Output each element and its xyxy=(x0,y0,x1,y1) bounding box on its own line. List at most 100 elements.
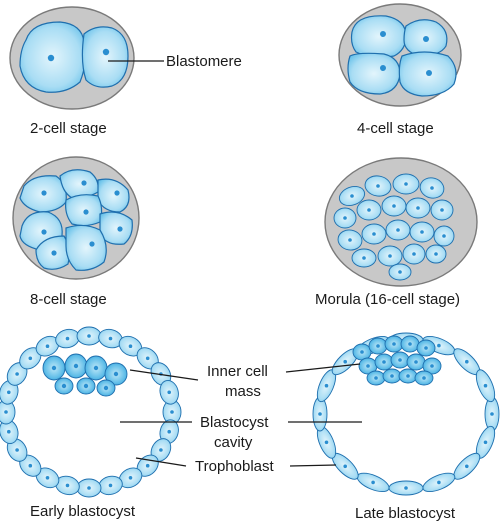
nucleus xyxy=(376,344,380,348)
nucleus xyxy=(372,232,376,236)
cell xyxy=(84,355,108,381)
nucleus xyxy=(93,365,99,371)
cell xyxy=(0,399,16,425)
morula-embryo xyxy=(324,157,478,287)
early-blastocyst xyxy=(0,326,182,498)
blastomere-cell xyxy=(350,15,407,58)
nucleus xyxy=(404,182,408,186)
cell xyxy=(484,396,500,432)
two-cell-stage-label: 2-cell stage xyxy=(30,120,107,137)
cell xyxy=(333,207,357,229)
nucleus xyxy=(45,344,50,349)
nucleus xyxy=(422,376,426,380)
nucleus xyxy=(83,209,89,215)
nucleus xyxy=(324,383,329,388)
blastomere-cell xyxy=(81,26,129,88)
nucleus xyxy=(41,190,47,196)
nucleus xyxy=(145,356,150,361)
nucleus xyxy=(47,54,55,62)
cell xyxy=(366,370,386,386)
cell xyxy=(98,328,123,349)
nucleus xyxy=(390,374,394,378)
cell xyxy=(414,370,434,386)
nucleus xyxy=(348,238,352,242)
nucleus xyxy=(159,448,163,452)
cell xyxy=(351,248,377,268)
cell xyxy=(425,244,447,264)
cell xyxy=(337,229,363,251)
nucleus xyxy=(343,464,348,469)
nucleus xyxy=(28,356,33,361)
nucleus xyxy=(103,385,109,391)
nucleus xyxy=(15,372,19,376)
nucleus xyxy=(167,429,171,434)
nucleus xyxy=(65,336,70,341)
nucleus xyxy=(128,476,133,480)
nucleus xyxy=(420,230,424,234)
nucleus xyxy=(408,342,412,346)
nucleus xyxy=(350,194,354,198)
cell xyxy=(104,362,128,386)
nucleus xyxy=(324,440,329,445)
nucleus xyxy=(28,463,33,468)
nucleus xyxy=(380,31,386,37)
cell xyxy=(76,377,96,395)
cell xyxy=(374,353,394,371)
nucleus xyxy=(65,483,70,488)
nucleus xyxy=(388,254,392,258)
nucleus xyxy=(81,180,87,186)
nucleus xyxy=(87,486,91,490)
cell xyxy=(377,245,403,267)
nucleus xyxy=(437,480,441,485)
blastomere-cell xyxy=(99,211,133,245)
cell xyxy=(76,478,102,498)
nucleus xyxy=(366,364,370,368)
four-cell-stage-label: 4-cell stage xyxy=(357,120,434,137)
cell xyxy=(406,353,426,371)
late-blastocyst-label: Late blastocyst xyxy=(355,505,456,522)
cell xyxy=(96,379,116,397)
cell xyxy=(98,475,123,496)
cell xyxy=(384,335,404,353)
cell xyxy=(405,197,431,219)
nucleus xyxy=(371,480,375,485)
cell xyxy=(381,195,407,217)
cell xyxy=(402,243,426,265)
nucleus xyxy=(376,184,380,188)
four-cell-embryo xyxy=(338,3,462,107)
nucleus xyxy=(465,359,469,364)
nucleus xyxy=(416,206,420,210)
cell xyxy=(356,472,390,493)
nucleus xyxy=(434,252,438,256)
nucleus xyxy=(424,346,428,350)
nucleus xyxy=(45,476,50,480)
nucleus xyxy=(414,360,418,364)
cell xyxy=(54,377,74,395)
nucleus xyxy=(7,429,11,434)
cell xyxy=(382,368,402,384)
nucleus xyxy=(61,383,67,389)
trophoblast-leader-left xyxy=(135,457,187,467)
nucleus xyxy=(382,360,386,364)
nucleus xyxy=(87,334,91,338)
cell xyxy=(416,339,436,357)
nucleus xyxy=(367,208,371,212)
early-blastocyst-label: Early blastocyst xyxy=(30,503,136,520)
cell xyxy=(422,472,456,493)
two-cell-embryo xyxy=(9,6,135,110)
nucleus xyxy=(440,208,444,212)
cell xyxy=(385,219,411,241)
nucleus xyxy=(490,412,494,416)
nucleus xyxy=(117,226,123,232)
nucleus xyxy=(430,186,434,190)
nucleus xyxy=(343,216,347,220)
blastomere-label: Blastomere xyxy=(166,53,242,70)
cell xyxy=(6,362,28,386)
trophoblast-leader-right xyxy=(289,464,337,467)
nucleus xyxy=(426,70,432,76)
nucleus xyxy=(406,374,410,378)
nucleus xyxy=(396,228,400,232)
nucleus xyxy=(380,65,386,71)
nucleus xyxy=(360,350,364,354)
nucleus xyxy=(398,270,402,274)
